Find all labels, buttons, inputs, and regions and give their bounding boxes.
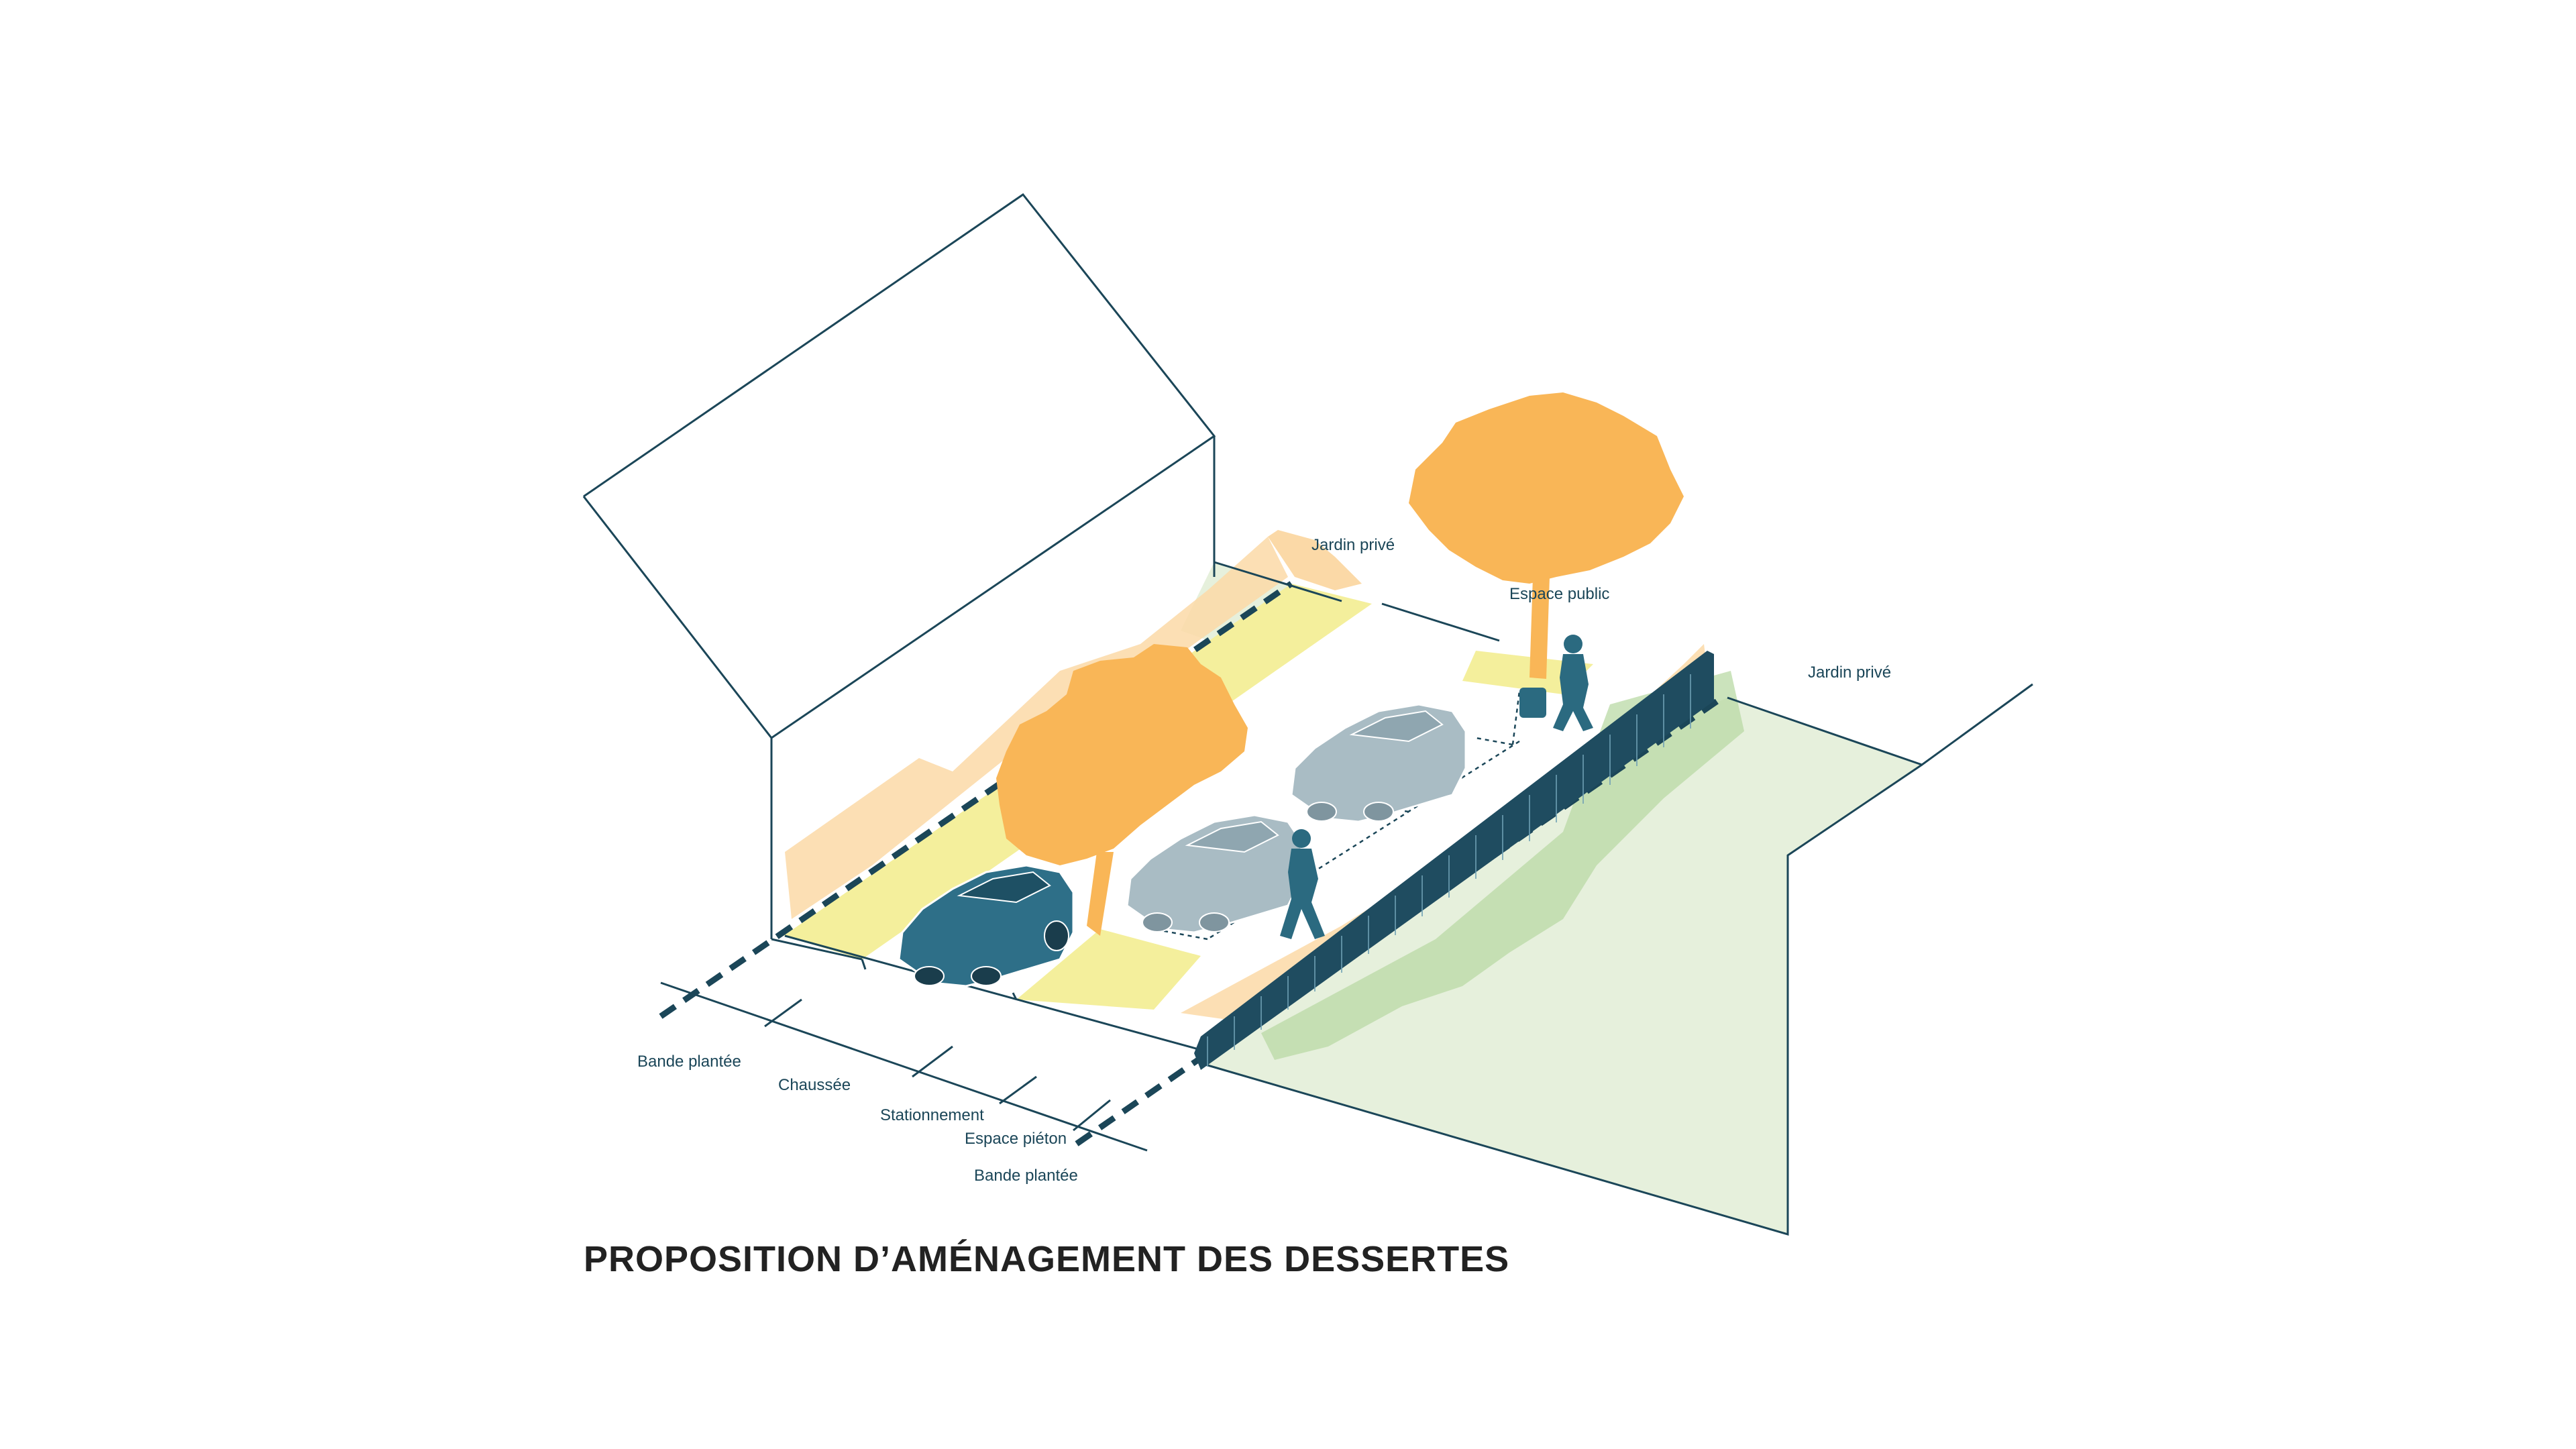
label-espace-public: Espace public	[1509, 585, 1609, 603]
label-stationnement: Stationnement	[880, 1106, 984, 1124]
private-garden-right-area	[1201, 698, 1922, 1234]
shrub-top-left	[1268, 530, 1362, 590]
car-icon	[1126, 814, 1303, 934]
house-outline-icon	[582, 193, 1216, 939]
tree-pit-front	[1016, 929, 1201, 1010]
dimension-lines	[660, 981, 1148, 1152]
label-chaussee: Chaussée	[778, 1076, 851, 1094]
car-icon	[898, 864, 1075, 987]
label-jardin-prive-right: Jardin privé	[1808, 663, 1891, 682]
tree-icon	[996, 644, 1248, 936]
label-bande-plantee-left: Bande plantée	[637, 1053, 741, 1071]
tree-icon	[1409, 392, 1684, 679]
diagram-title: PROPOSITION D’AMÉNAGEMENT DES DESSERTES	[584, 1239, 1509, 1279]
pedestrian-icon	[1280, 829, 1325, 939]
street-lines	[771, 561, 2033, 1236]
label-bande-plantee-right: Bande plantée	[974, 1167, 1078, 1185]
fence-icon	[1194, 651, 1714, 1070]
label-espace-pieton: Espace piéton	[965, 1130, 1067, 1148]
pedestrian-icon	[1519, 635, 1593, 731]
label-jardin-prive-top: Jardin privé	[1311, 536, 1395, 554]
car-icon	[1290, 703, 1467, 823]
